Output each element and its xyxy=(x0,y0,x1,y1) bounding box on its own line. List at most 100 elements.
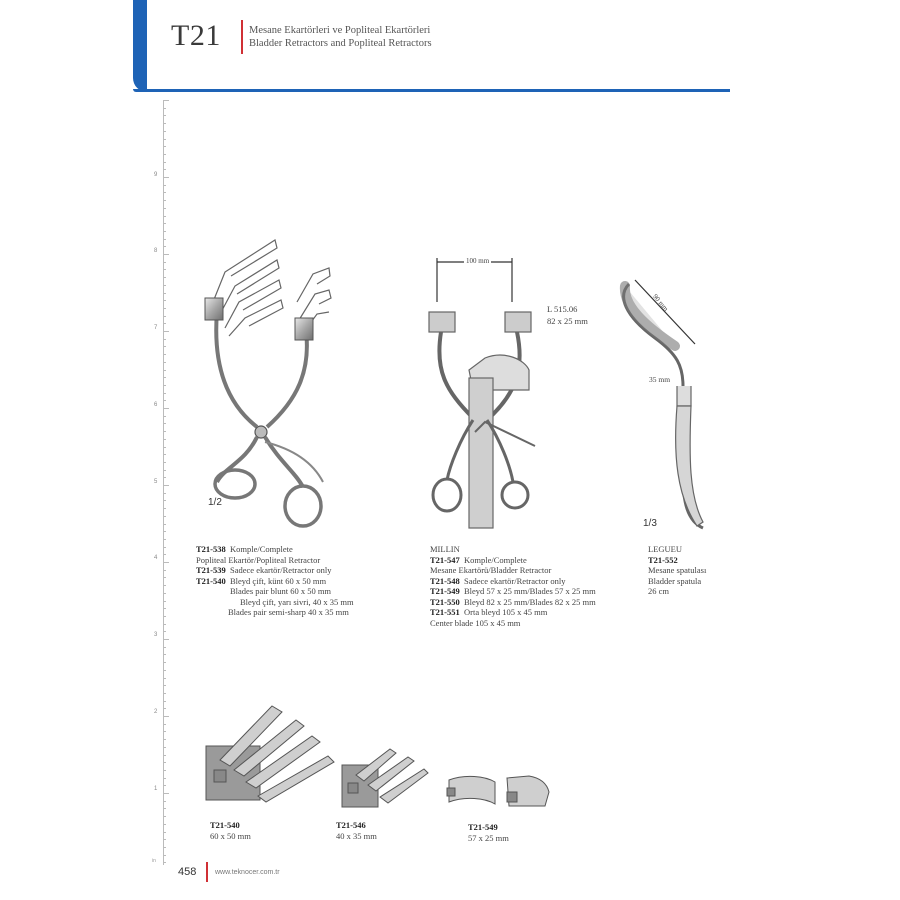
scale-half: 1/2 xyxy=(208,497,222,508)
ruler-tick xyxy=(163,454,166,456)
ruler-tick xyxy=(163,746,166,748)
product-line: 26 cm xyxy=(648,586,670,596)
product-code: T21-550 xyxy=(430,596,460,607)
ruler-tick xyxy=(163,615,166,617)
blade-t21-540-image xyxy=(205,705,335,803)
ruler-tick xyxy=(163,146,166,148)
ruler-tick xyxy=(163,769,166,771)
product-line: Komple/Complete xyxy=(464,554,527,565)
product-line: Sadece ekartör/Retractor only xyxy=(230,565,332,575)
ruler-tick xyxy=(163,377,166,379)
ruler-tick xyxy=(163,115,166,117)
ruler-tick xyxy=(163,538,166,540)
section-code: T21 xyxy=(171,19,221,52)
product-line: Blades pair semi-sharp 40 x 35 mm xyxy=(228,607,349,617)
ruler-tick xyxy=(163,600,166,602)
ruler-tick xyxy=(163,392,166,394)
ruler-tick xyxy=(163,277,166,279)
ruler-tick xyxy=(163,184,166,186)
ruler-tick xyxy=(163,569,166,571)
legueu-description: LEGUEU T21-552 Mesane spatulası Bladder … xyxy=(648,544,706,597)
ruler-tick xyxy=(163,731,166,733)
ruler-tick xyxy=(163,839,166,841)
ruler-tick xyxy=(163,254,169,255)
ruler-tick xyxy=(163,423,166,425)
ruler-tick xyxy=(163,754,166,756)
ruler-tick xyxy=(163,477,166,479)
ruler xyxy=(163,100,169,865)
ruler-tick xyxy=(163,854,166,856)
ruler-tick xyxy=(163,169,166,171)
ruler-number: 7 xyxy=(154,325,158,331)
ruler-tick xyxy=(163,531,166,533)
millin-description: MILLIN T21-547 Komple/Complete Mesane Ek… xyxy=(430,544,596,628)
ruler-tick xyxy=(163,662,166,664)
product-size: 40 x 35 mm xyxy=(336,830,377,841)
dimension-label: 100 mm xyxy=(464,256,492,267)
product-line: Bleyd 82 x 25 mm/Blades 82 x 25 mm xyxy=(464,596,596,607)
header-band xyxy=(133,0,730,92)
ruler-tick xyxy=(163,331,169,332)
ruler-tick xyxy=(163,508,166,510)
product-code: T21-548 xyxy=(430,575,460,586)
ruler-tick xyxy=(163,408,169,409)
product-line: Bleyd çift, yarı sivri, 40 x 35 mm xyxy=(240,596,354,607)
product-line: Orta bleyd 105 x 45 mm xyxy=(464,607,548,617)
ruler-tick xyxy=(163,130,166,132)
header-rule xyxy=(133,89,730,92)
ruler-tick xyxy=(163,862,166,864)
ruler-tick xyxy=(163,369,166,371)
ruler-tick xyxy=(163,292,166,294)
ruler-tick xyxy=(163,100,169,101)
product-name: LEGUEU xyxy=(648,544,682,554)
header-divider xyxy=(241,20,243,54)
page-number: 458 xyxy=(178,866,197,878)
ruler-tick xyxy=(163,107,166,109)
ruler-number: 6 xyxy=(154,402,158,408)
product-line: Blades pair blunt 60 x 50 mm xyxy=(230,586,332,596)
website-link[interactable]: www.teknocer.com.tr xyxy=(215,869,280,876)
ruler-tick xyxy=(163,307,166,309)
ruler-tick xyxy=(163,223,166,225)
ruler-tick xyxy=(163,685,166,687)
ruler-tick xyxy=(163,469,166,471)
product-line: Mesane spatulası xyxy=(648,565,707,575)
header-accent xyxy=(133,0,147,92)
ruler-tick xyxy=(163,354,166,356)
ruler-tick xyxy=(163,762,166,764)
product-code: T21-549 xyxy=(430,586,460,596)
ruler-number: 3 xyxy=(154,632,158,638)
product-line: Komple/Complete xyxy=(230,544,293,554)
ruler-tick xyxy=(163,723,166,725)
ruler-tick xyxy=(163,485,169,486)
product-line: Mesane Ekartörü/Bladder Retractor xyxy=(430,565,552,575)
ruler-tick xyxy=(163,315,166,317)
ruler-tick xyxy=(163,785,166,787)
ruler-tick xyxy=(163,716,169,717)
ruler-tick xyxy=(163,823,166,825)
ruler-tick xyxy=(163,200,166,202)
ruler-tick xyxy=(163,153,166,155)
ruler-tick xyxy=(163,238,166,240)
ruler-tick xyxy=(163,585,166,587)
ruler-tick xyxy=(163,708,166,710)
ruler-unit: in xyxy=(152,858,156,864)
ruler-tick xyxy=(163,692,166,694)
product-size: 57 x 25 mm xyxy=(468,832,509,843)
ruler-tick xyxy=(163,623,166,625)
ruler-number: 1 xyxy=(154,786,158,792)
ruler-tick xyxy=(163,669,166,671)
product-line: Popliteal Ekartör/Popliteal Retractor xyxy=(196,554,321,565)
ruler-tick xyxy=(163,323,166,325)
ruler-tick xyxy=(163,261,166,263)
product-line: Center blade 105 x 45 mm xyxy=(430,617,521,628)
reference-size: 82 x 25 mm xyxy=(547,316,588,326)
product-code: T21-540 xyxy=(210,820,240,830)
ruler-tick xyxy=(163,384,166,386)
product-code: T21-552 xyxy=(648,554,678,565)
ruler-tick xyxy=(163,138,166,140)
ruler-tick xyxy=(163,793,169,794)
ruler-tick xyxy=(163,400,166,402)
ruler-tick xyxy=(163,846,166,848)
legueu-spatula-image xyxy=(619,279,704,530)
